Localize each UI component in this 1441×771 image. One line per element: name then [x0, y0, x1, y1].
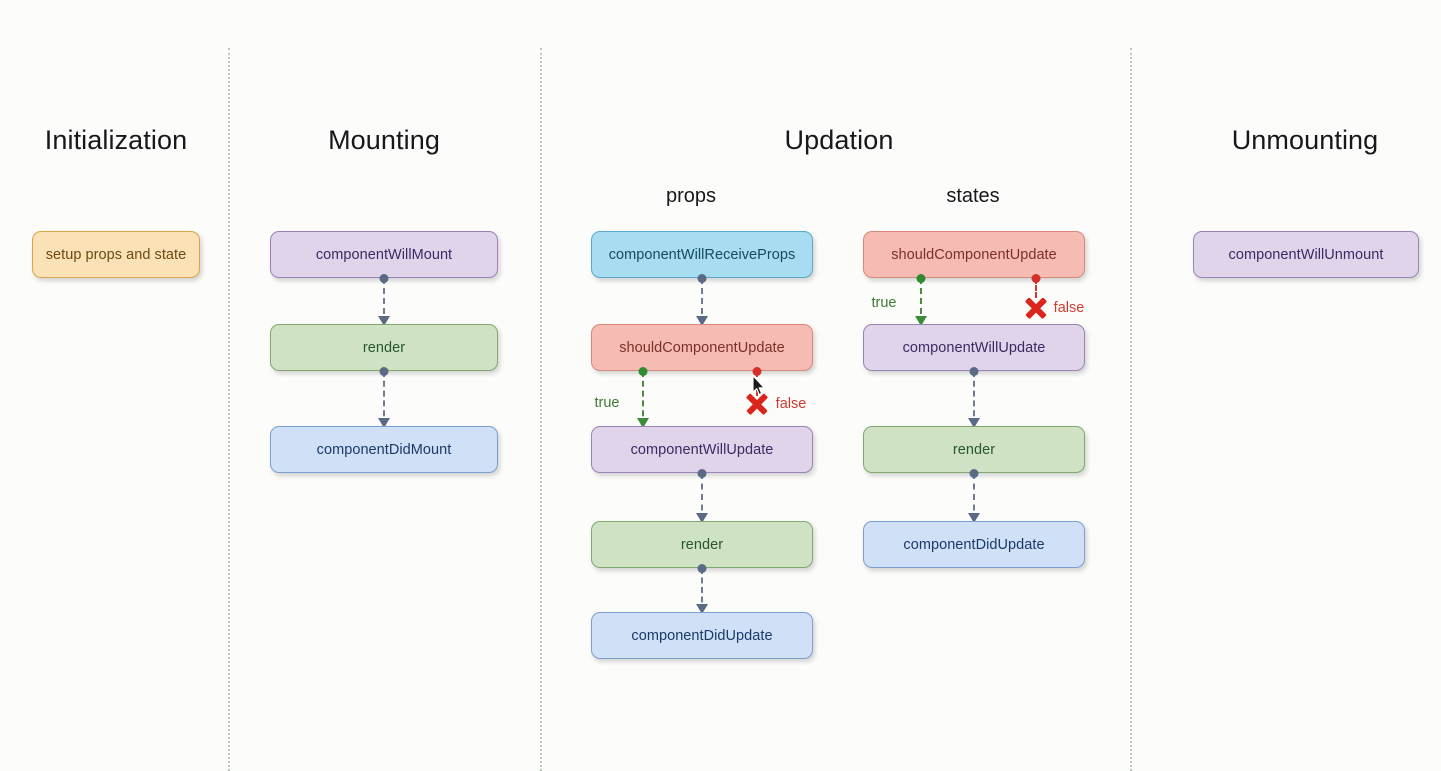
node-label: componentWillUnmount	[1228, 246, 1384, 263]
connector-start-dot	[379, 274, 389, 283]
node-component-did-update-props[interactable]: componentDidUpdate	[591, 612, 813, 659]
connector-start-dot	[697, 469, 707, 478]
connector-arrowhead	[696, 604, 708, 614]
node-label: shouldComponentUpdate	[891, 246, 1057, 263]
node-should-component-update-states[interactable]: shouldComponentUpdate	[863, 231, 1085, 278]
connector-arrowhead	[378, 316, 390, 326]
node-label: componentWillMount	[315, 246, 453, 263]
node-render-states[interactable]: render	[863, 426, 1085, 473]
node-label: componentWillUpdate	[630, 441, 774, 458]
connector-props-true-branch	[637, 367, 649, 428]
branch-label-true-states: true	[871, 295, 897, 311]
divider-updation-unmounting	[1130, 48, 1132, 771]
node-label: componentWillReceiveProps	[608, 246, 796, 263]
section-title-updation: Updation	[784, 125, 894, 155]
node-label: render	[680, 536, 724, 553]
connector-arrowhead	[968, 513, 980, 523]
node-component-will-mount[interactable]: componentWillMount	[270, 231, 498, 278]
node-render-props[interactable]: render	[591, 521, 813, 568]
connector-states-1	[968, 367, 980, 428]
connector-props-2	[696, 469, 708, 523]
connector-arrowhead	[696, 513, 708, 523]
connector-arrowhead	[968, 418, 980, 428]
node-component-will-unmount[interactable]: componentWillUnmount	[1193, 231, 1419, 278]
node-label: componentDidUpdate	[903, 536, 1045, 553]
divider-initialization-mounting	[228, 48, 230, 771]
connector-arrowhead-true	[915, 316, 927, 326]
connector-mounting-1	[378, 274, 390, 326]
node-component-did-update-states[interactable]: componentDidUpdate	[863, 521, 1085, 568]
column-heading-states: states	[946, 185, 1000, 207]
node-label: render	[952, 441, 996, 458]
connector-start-dot	[697, 564, 707, 573]
connector-start-dot	[379, 367, 389, 376]
divider-mounting-updation	[540, 48, 542, 771]
node-label: render	[362, 339, 406, 356]
section-title-initialization: Initialization	[44, 125, 188, 155]
node-label: componentWillUpdate	[902, 339, 1046, 356]
node-setup-props-and-state[interactable]: setup props and state	[32, 231, 200, 278]
node-label: setup props and state	[45, 246, 187, 263]
node-label: componentDidMount	[316, 441, 452, 458]
node-component-will-receive-props[interactable]: componentWillReceiveProps	[591, 231, 813, 278]
branch-label-true-props: true	[594, 395, 620, 411]
connector-start-dot	[969, 367, 979, 376]
connector-start-dot-true	[638, 367, 648, 376]
cross-icon-false-states	[1023, 295, 1049, 321]
connector-start-dot	[969, 469, 979, 478]
node-render-mounting[interactable]: render	[270, 324, 498, 371]
connector-arrowhead	[378, 418, 390, 428]
node-component-did-mount[interactable]: componentDidMount	[270, 426, 498, 473]
connector-start-dot-true	[916, 274, 926, 283]
connector-arrowhead-true	[637, 418, 649, 428]
connector-props-1	[696, 274, 708, 326]
connector-start-dot	[697, 274, 707, 283]
node-label: componentDidUpdate	[631, 627, 773, 644]
connector-states-true-branch	[915, 274, 927, 326]
section-title-mounting: Mounting	[328, 125, 440, 155]
mouse-cursor	[752, 375, 766, 396]
connector-start-dot-false	[752, 367, 762, 376]
node-label: shouldComponentUpdate	[619, 339, 785, 356]
connector-start-dot-false	[1031, 274, 1041, 283]
connector-props-3	[696, 564, 708, 614]
node-component-will-update-props[interactable]: componentWillUpdate	[591, 426, 813, 473]
node-should-component-update-props[interactable]: shouldComponentUpdate	[591, 324, 813, 371]
node-component-will-update-states[interactable]: componentWillUpdate	[863, 324, 1085, 371]
connector-arrowhead	[696, 316, 708, 326]
connector-mounting-2	[378, 367, 390, 428]
branch-label-false-states: false	[1053, 300, 1085, 316]
connector-states-false-branch	[1030, 274, 1042, 298]
section-title-unmounting: Unmounting	[1231, 125, 1379, 155]
column-heading-props: props	[665, 185, 717, 207]
branch-label-false-props: false	[775, 396, 807, 412]
connector-states-2	[968, 469, 980, 523]
